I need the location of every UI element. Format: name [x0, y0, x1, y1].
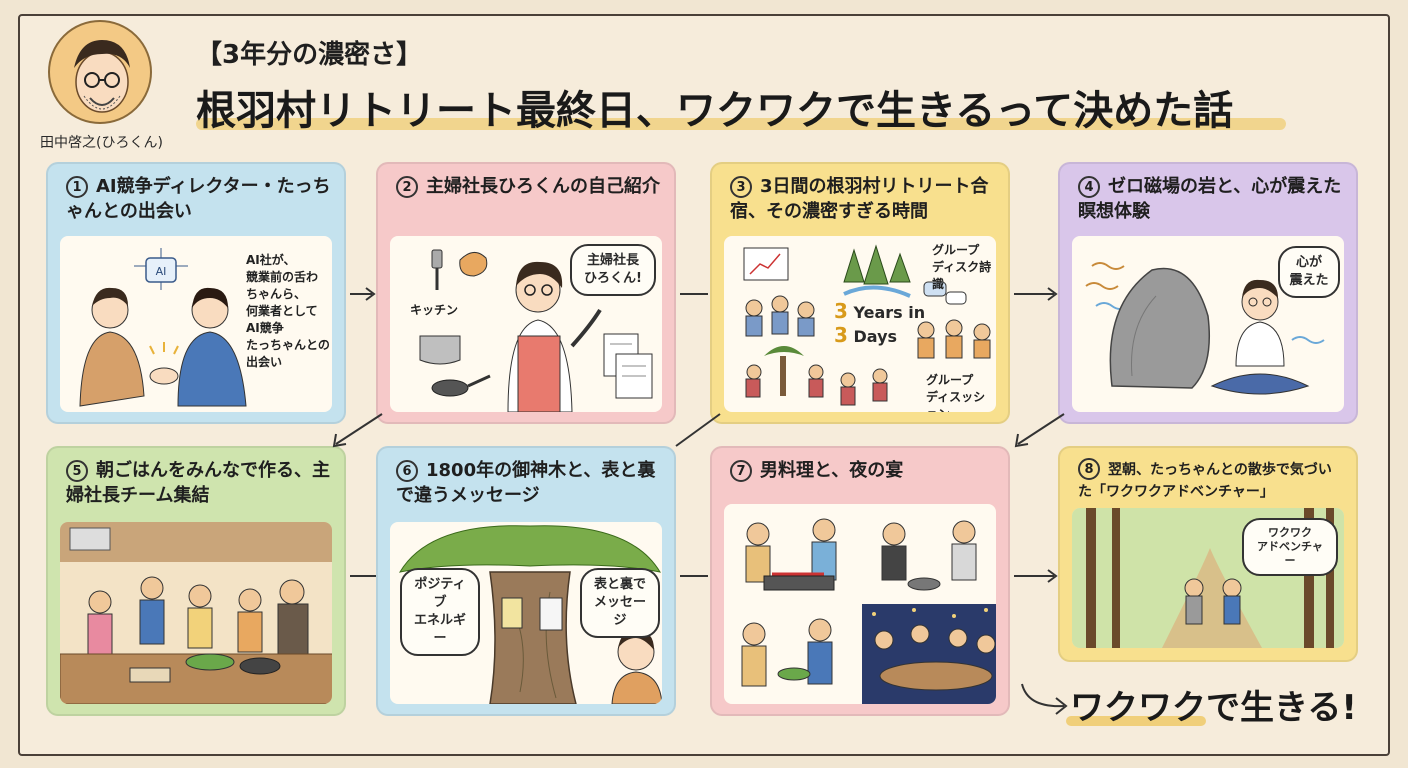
author-avatar — [48, 20, 152, 124]
author-name: 田中啓之(ひろくん) — [40, 135, 163, 151]
panel-8-number: 8 — [1078, 458, 1100, 480]
panel-2-kitchen-label: キッチン — [410, 303, 459, 317]
panel-5-number: 5 — [66, 460, 88, 482]
panel-4-speech-bubble: 心が 震えた — [1278, 246, 1340, 298]
panel-2-speech-bubble: 主婦社長 ひろくん! — [570, 244, 656, 296]
panel-3-illustration: グループ ディスク詩識 グループ ディスッション 3 Years in 3 Da… — [724, 236, 996, 412]
panel-4-title-text: ゼロ磁場の岩と、心が震えた瞑想体験 — [1078, 176, 1342, 222]
arrow-4-5 — [332, 413, 383, 448]
panel-3-center-text: 3 Years in 3 Days — [834, 300, 925, 348]
panel-2-title: 2 主婦社長ひろくんの自己紹介 — [396, 174, 662, 199]
spatula-icon — [431, 249, 443, 290]
panel-4-illustration: 心が 震えた — [1072, 236, 1344, 412]
panel-6-title-text: 1800年の御神木と、表と裏で違うメッセージ — [396, 460, 656, 506]
arrow-7-8 — [1014, 569, 1058, 583]
panel-8-illustration: ワクワク アドベンチャー — [1072, 508, 1344, 648]
panel-2-illustration: 主婦社長 ひろくん! キッチン — [390, 236, 662, 412]
panel-6-illustration: ポジティブ エネルギー 表と裏で メッセージ — [390, 522, 662, 704]
page-subtitle: 【3年分の濃密さ】 — [196, 40, 423, 70]
panel-3-center-num-2: 3 — [834, 323, 848, 347]
panel-2: 2 主婦社長ひろくんの自己紹介 主婦社長 ひろくん! キッチン — [376, 162, 676, 424]
arrow-3-6 — [675, 413, 721, 447]
arrow-4-7 — [1014, 413, 1065, 448]
arrow-5-6 — [350, 575, 376, 577]
bread-icon — [459, 252, 488, 277]
panel-3-number: 3 — [730, 176, 752, 198]
panel-3-center-text-1: Years in — [853, 303, 926, 322]
panel-3-title-text: 3日間の根羽村リトリート合宿、その濃密すぎる時間 — [730, 176, 989, 222]
panel-1-caption: AI社が、 競業前の舌わ ちゃんら、 何業者として AI競争 たっちゃんとの 出… — [246, 253, 330, 369]
ai-chip-label: AI — [156, 265, 167, 278]
arrow-3-4 — [1014, 287, 1058, 301]
panel-7-title-text: 男料理と、夜の宴 — [760, 460, 904, 481]
panel-8-title-text: 翌朝、たっちゃんとの散歩で気づいた「ワクワクアドベンチャー」 — [1078, 462, 1332, 500]
panel-7-illustration — [724, 504, 996, 704]
panel-2-number: 2 — [396, 176, 418, 198]
final-highlight — [1066, 716, 1206, 726]
panel-6-number: 6 — [396, 460, 418, 482]
panel-6-bubble-left: ポジティブ エネルギー — [400, 568, 480, 656]
panel-3-label-top: グループ ディスク詩識 — [932, 243, 992, 291]
arrow-6-7 — [680, 575, 708, 577]
panel-1-number: 1 — [66, 176, 88, 198]
panel-4-number: 4 — [1078, 176, 1100, 198]
final-message: ワクワクで生きる! — [1070, 688, 1357, 728]
panel-3-label-bottom: グループ ディスッション — [926, 373, 986, 412]
page-title: 根羽村リトリート最終日、ワクワクで生きるって決めた話 — [196, 88, 1234, 134]
title-highlight — [196, 118, 1286, 130]
panel-1-title-text: AI競争ディレクター・たっちゃんとの出会い — [66, 176, 331, 222]
panel-7-number: 7 — [730, 460, 752, 482]
panel-6-bubble-right: 表と裏で メッセージ — [580, 568, 660, 638]
panel-3-center-text-2: Days — [853, 327, 898, 346]
panel-3-center-num-1: 3 — [834, 299, 848, 323]
arrow-1-2 — [350, 287, 376, 301]
panel-8-thought-bubble: ワクワク アドベンチャー — [1242, 518, 1338, 576]
arrow-2-3 — [680, 293, 708, 295]
arrow-final — [1021, 683, 1068, 715]
panel-1-illustration: AI AI社が、 競業前の舌わ ちゃんら、 何業者として AI競争 たっちゃんと… — [60, 236, 332, 412]
panel-5-title-text: 朝ごはんをみんなで作る、主婦社長チーム集結 — [66, 460, 330, 506]
panel-5-illustration — [60, 522, 332, 704]
pot-icon — [419, 335, 461, 365]
panel-7: 7 男料理と、夜の宴 — [710, 446, 1010, 716]
panel-2-title-text: 主婦社長ひろくんの自己紹介 — [426, 176, 660, 197]
panel-7-title: 7 男料理と、夜の宴 — [730, 458, 996, 483]
